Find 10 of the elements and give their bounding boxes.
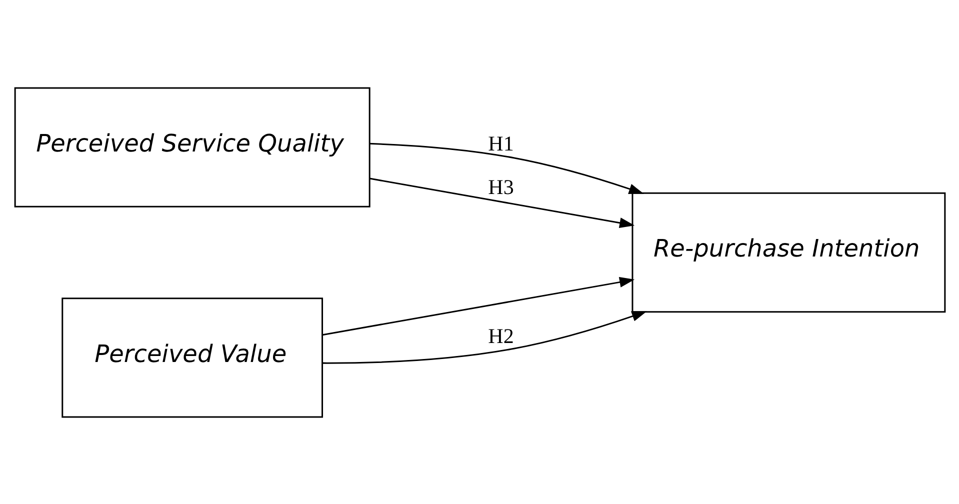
arrow — [369, 142, 644, 194]
node-box: Perceived Value — [61, 297, 323, 418]
arrow — [322, 276, 634, 336]
arrow — [322, 310, 646, 364]
edge-label: H3 — [488, 174, 514, 199]
arrow — [369, 177, 634, 228]
edge-label: H1 — [488, 131, 514, 156]
edge-label: H2 — [488, 323, 514, 348]
node-box: Perceived Service Quality — [14, 86, 370, 207]
node-box: Re-purchase Intention — [631, 192, 946, 312]
